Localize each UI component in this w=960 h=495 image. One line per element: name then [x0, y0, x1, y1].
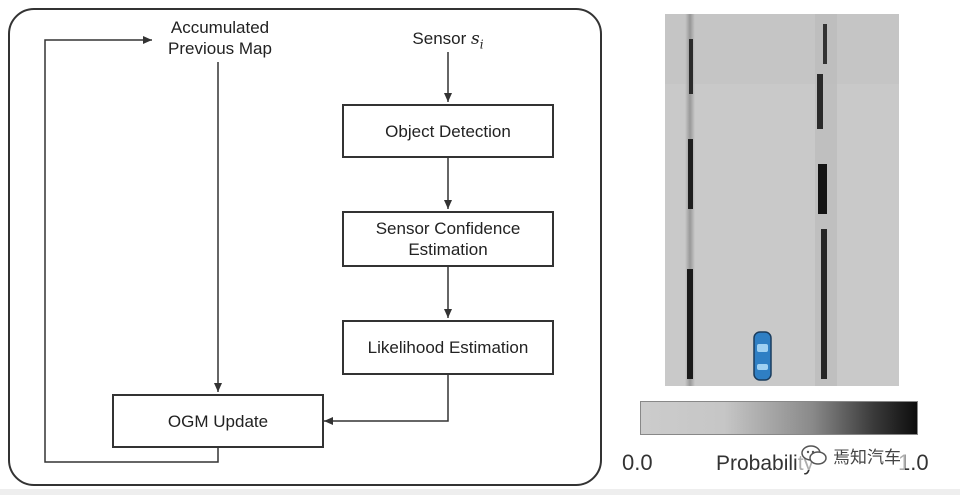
arrow-feedback-loop	[44, 36, 219, 463]
map-top-texture	[665, 14, 899, 84]
right-obstacle-1	[817, 74, 823, 129]
left-obstacle-2	[688, 139, 693, 209]
wechat-icon	[801, 445, 827, 465]
likelihood-label: Likelihood Estimation	[367, 338, 529, 357]
ego-car	[753, 331, 772, 381]
watermark: 焉知汽车	[797, 440, 905, 470]
occupancy-grid-drawing	[665, 14, 899, 386]
ogm-update-box: OGM Update	[112, 394, 324, 448]
sensor-subscript: i	[479, 37, 484, 52]
flowchart-frame	[8, 8, 602, 486]
sensor-label: Sensor si	[388, 28, 508, 55]
sensor-symbol: s	[471, 29, 480, 49]
left-obstacle-1	[689, 39, 693, 94]
colorbar-title: Probability	[716, 452, 815, 475]
ego-car-windshield	[757, 344, 768, 352]
likelihood-box: Likelihood Estimation	[342, 320, 554, 375]
left-obstacle-3	[687, 269, 693, 379]
arrow-likelihood-to-ogm	[324, 374, 449, 425]
sensor-prefix: Sensor	[412, 29, 471, 48]
object-detection-label: Object Detection	[385, 121, 511, 141]
sensor-confidence-label: Sensor Confidence Estimation	[375, 219, 521, 259]
accumulated-map-label: Accumulated Previous Map	[168, 18, 272, 58]
right-obstacle-3	[821, 229, 827, 379]
probability-colorbar	[640, 401, 918, 435]
occupancy-grid-map	[665, 14, 899, 386]
ego-car-rear-window	[757, 364, 768, 370]
bottom-strip	[0, 489, 960, 495]
right-obstacle-4	[823, 24, 827, 64]
watermark-text: 焉知汽车	[833, 447, 901, 467]
ogm-update-label: OGM Update	[167, 411, 269, 431]
object-detection-box: Object Detection	[342, 104, 554, 158]
sensor-confidence-box: Sensor Confidence Estimation	[342, 211, 554, 267]
right-obstacle-2	[818, 164, 827, 214]
colorbar-min-label: 0.0	[622, 450, 653, 475]
